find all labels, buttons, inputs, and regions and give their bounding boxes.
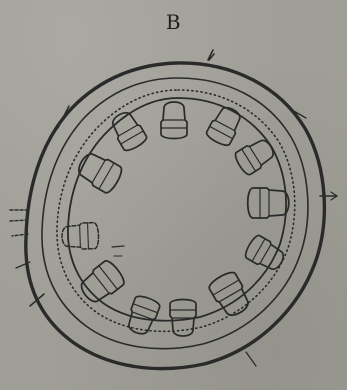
vascular-bundle (161, 102, 187, 139)
vascular-bundle (233, 135, 278, 176)
stele-boundary (68, 98, 286, 321)
trichome-left-upper (58, 106, 69, 128)
trichome-top (208, 50, 214, 60)
trichome-bottom-right (246, 352, 256, 366)
cortex-mark (112, 246, 124, 247)
vascular-bundle (74, 149, 125, 195)
cortex-boundary (42, 78, 308, 349)
vascular-bundle (248, 188, 289, 218)
trichome-left-mid-2 (10, 220, 28, 221)
vascular-bundle (205, 103, 245, 147)
